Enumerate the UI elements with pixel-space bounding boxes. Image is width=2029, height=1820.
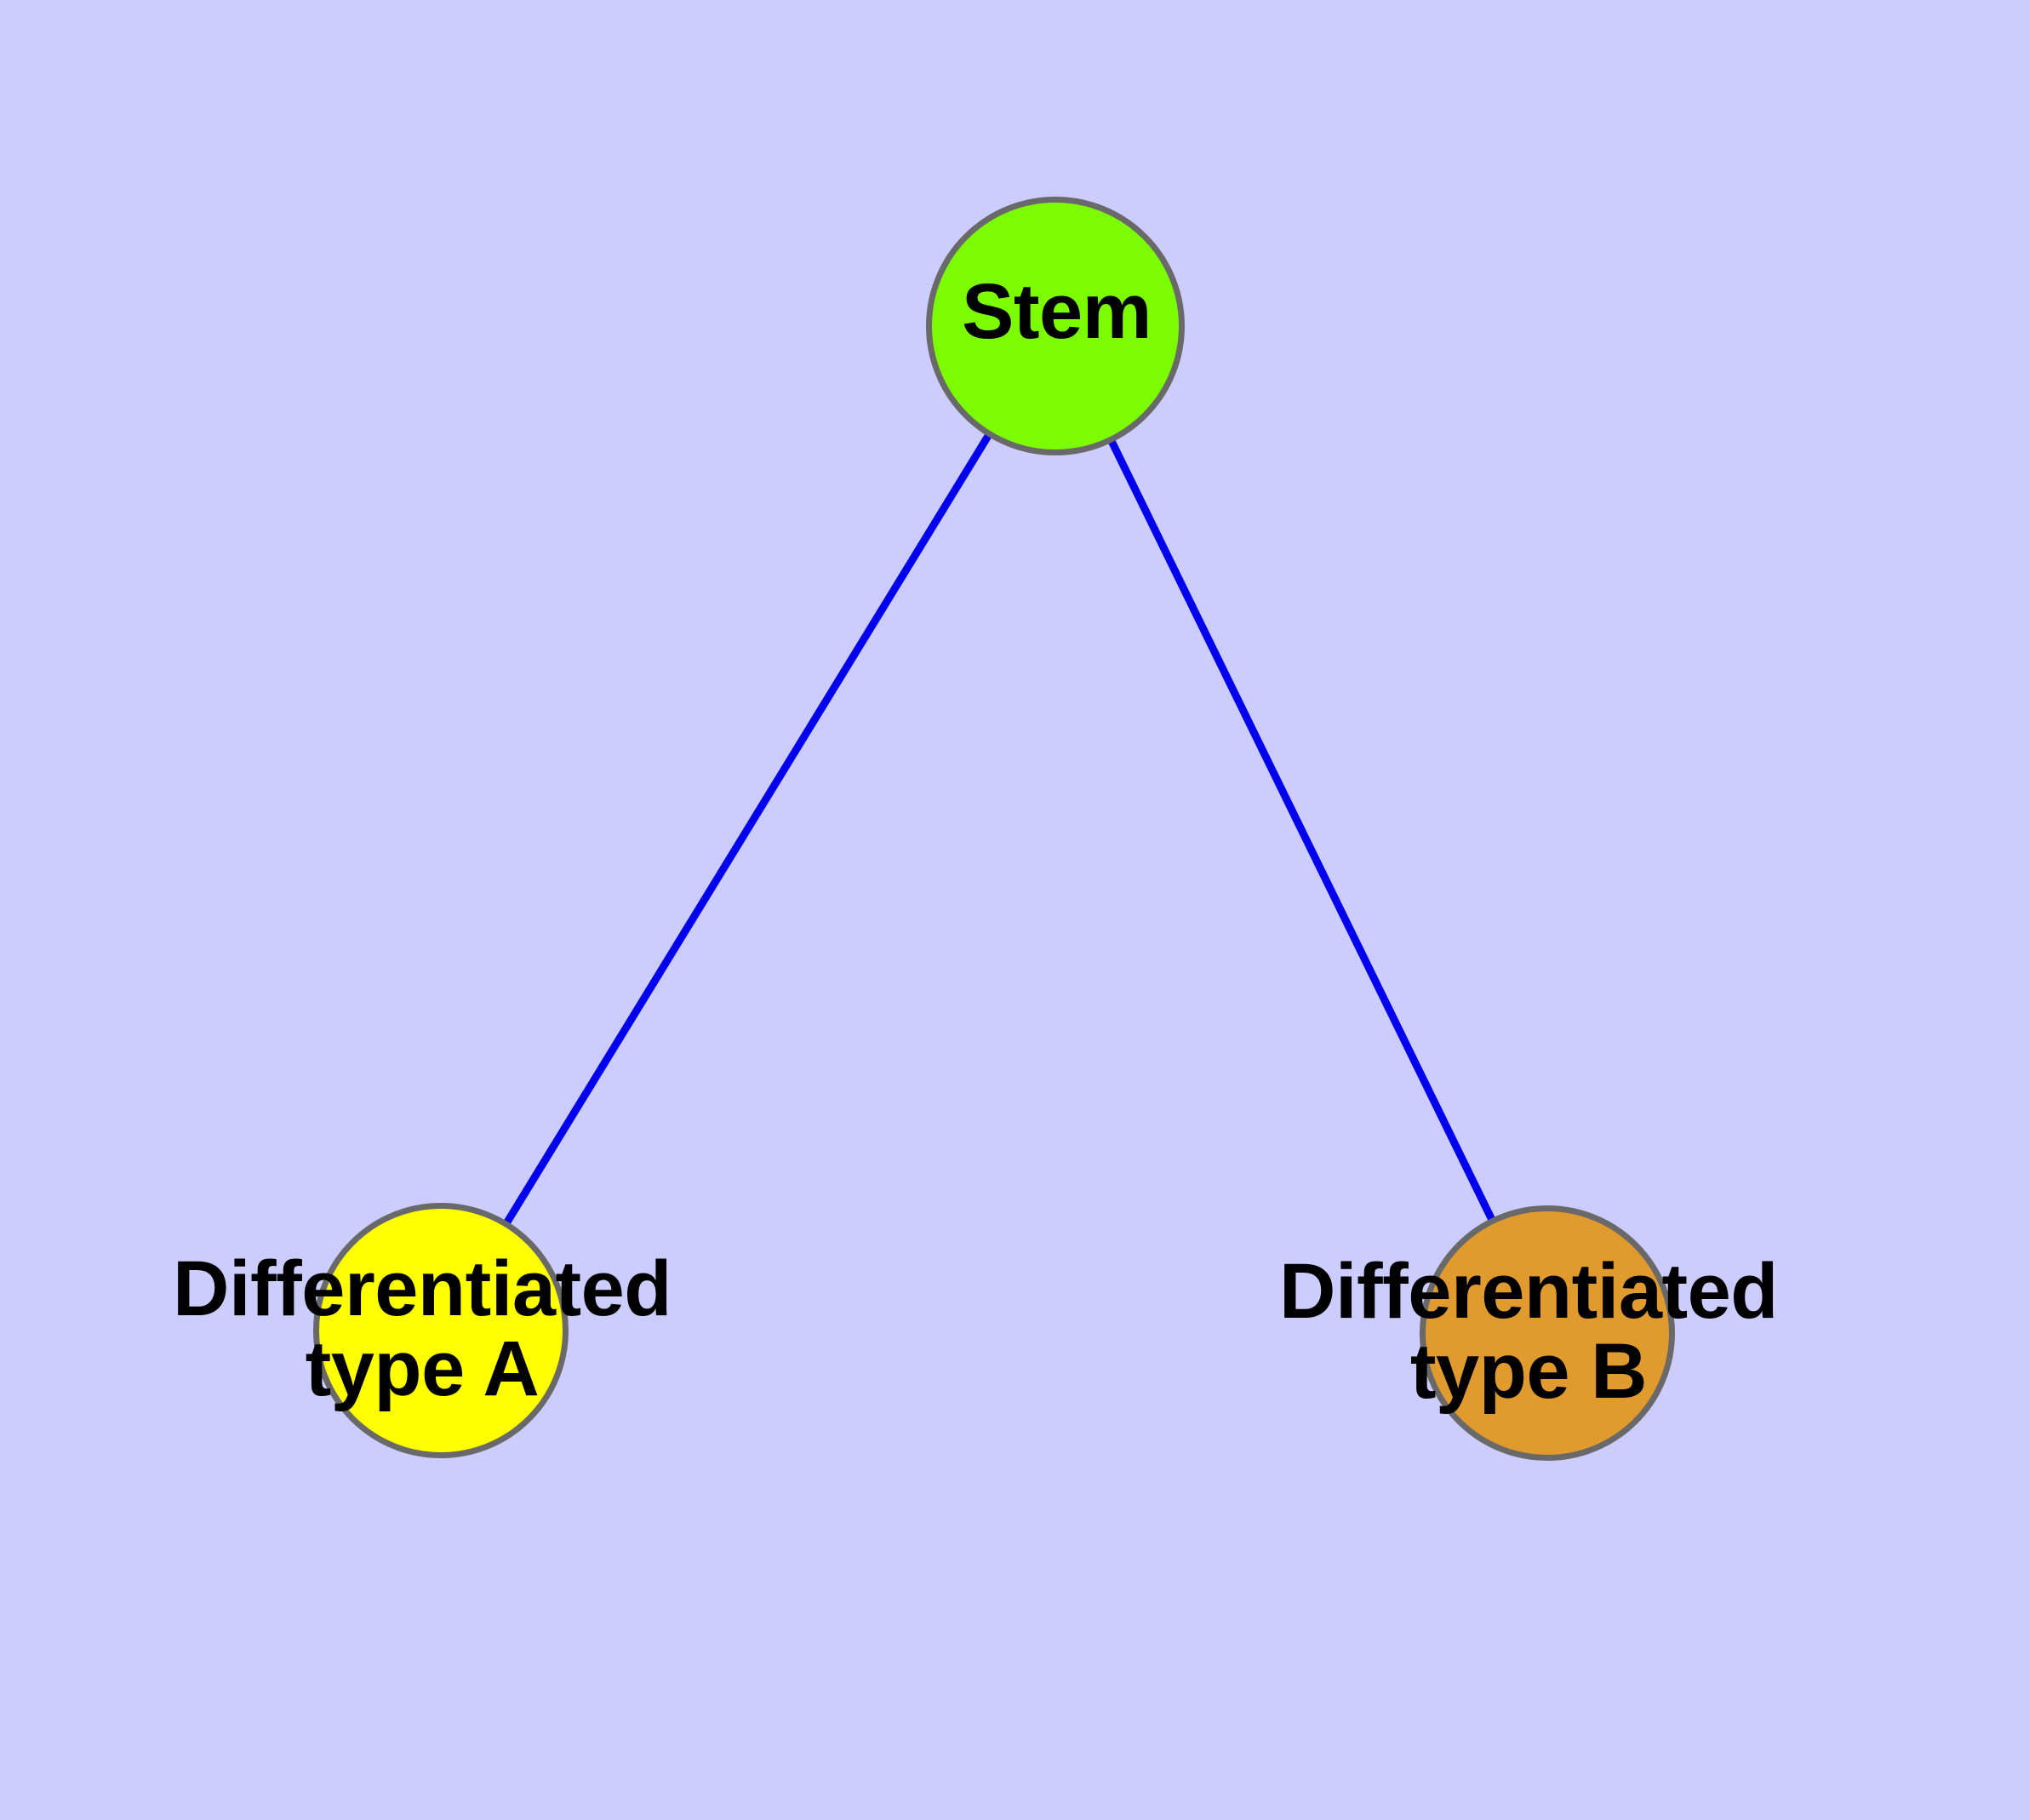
node-differentiated-type-b[interactable]	[1420, 1205, 1675, 1461]
edge-stem-to-differentiated-type-a[interactable]	[437, 323, 1059, 1333]
node-differentiated-type-a[interactable]	[313, 1203, 569, 1458]
node-stem[interactable]	[926, 197, 1185, 455]
node-label-stem: Stem	[962, 268, 1152, 355]
node-label-differentiated-type-b: Differentiated type B	[1279, 1248, 1778, 1415]
node-label-differentiated-type-a: Differentiated type A	[173, 1245, 672, 1412]
edge-stem-to-differentiated-type-b[interactable]	[1051, 324, 1552, 1335]
